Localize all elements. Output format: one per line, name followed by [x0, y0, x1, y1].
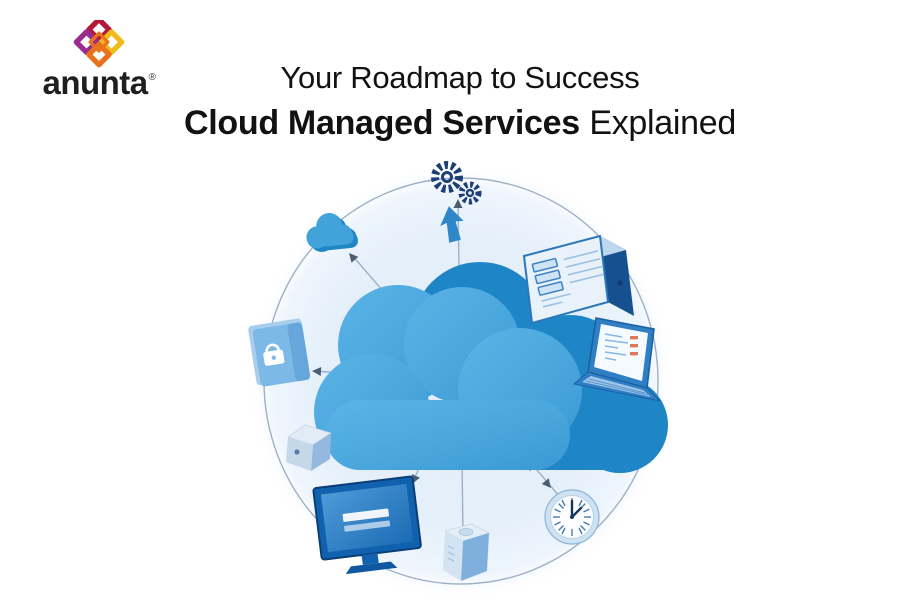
- cloud-3d-icon: [314, 262, 668, 473]
- secure-folder-icon: [248, 318, 311, 387]
- lock-icon: [263, 343, 285, 366]
- up-arrow-icon: [440, 206, 464, 243]
- logo-text: anunta: [42, 64, 148, 101]
- page-title: Your Roadmap to Success Cloud Managed Se…: [0, 56, 920, 146]
- title-line1: Your Roadmap to Success: [280, 60, 640, 95]
- clock-icon: [544, 489, 600, 545]
- gears-icon: [431, 161, 482, 205]
- server-icon: [522, 234, 634, 325]
- logo: anunta®: [38, 20, 160, 101]
- title-line2-bold: Cloud Managed Services: [183, 104, 580, 142]
- logo-trademark: ®: [148, 72, 156, 83]
- cube-icon: [286, 424, 332, 471]
- logo-wordmark: anunta®: [38, 64, 160, 101]
- title-line2-regular: Explained: [589, 104, 736, 142]
- anunta-knot-icon: [73, 20, 125, 68]
- monitor-icon: [312, 475, 422, 575]
- laptop-icon: [572, 317, 662, 402]
- small-cloud-icon: [306, 213, 358, 252]
- storage-box-icon: [443, 523, 490, 581]
